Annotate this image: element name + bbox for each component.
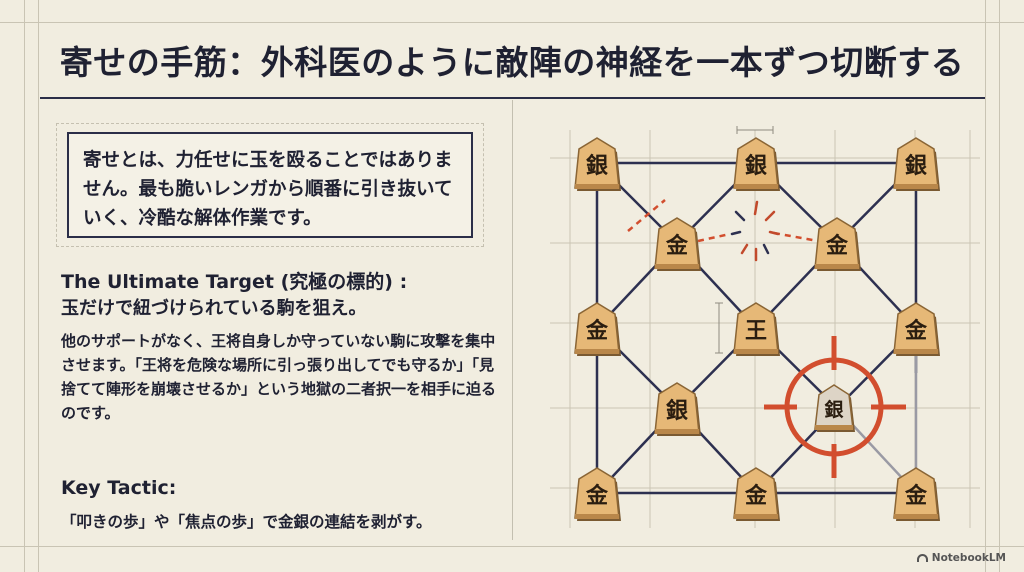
quote-guide-frame (56, 123, 484, 247)
frame-line-top (0, 22, 1024, 23)
impact-burst (730, 200, 780, 262)
quote-text: 寄せとは、力任せに玉を殴ることではありません。最も脆いレンガから順番に引き抜いて… (83, 150, 453, 229)
title-rule (40, 97, 985, 99)
page-title: 寄せの手筋：外科医のように敵陣の神経を一本ずつ切断する (59, 43, 965, 82)
piece-label: 金 (904, 483, 928, 509)
measure-marks (715, 126, 774, 354)
piece-silver-lower-left: 銀 (654, 382, 701, 436)
piece-label: 銀 (745, 153, 767, 179)
watermark: NotebookLM (916, 552, 1006, 564)
piece-edge (734, 184, 778, 189)
frame-line-left-outer (38, 0, 39, 572)
piece-gold-upper-left: 金 (654, 217, 701, 271)
piece-silver-top-left: 銀 (574, 137, 621, 191)
frame-line-left (24, 0, 25, 572)
piece-edge (734, 349, 778, 354)
piece-king-center: 王 (733, 302, 780, 356)
target-body: 他のサポートがなく、王将自身しか守っていない駒に攻撃を集中させます。「王将を危険… (61, 332, 497, 422)
piece-silver-top-center: 銀 (733, 137, 780, 191)
piece-label: 王 (745, 318, 767, 344)
notebooklm-logo-icon (916, 554, 928, 562)
piece-edge (894, 514, 938, 519)
frame-line-bottom (0, 546, 1024, 547)
tactic-heading: Key Tactic: (61, 477, 177, 499)
piece-silver-target: 銀 (814, 384, 855, 432)
target-subheading: 玉だけで紐づけられている駒を狙え。 (61, 298, 367, 319)
quote-box: 寄せとは、力任せに玉を殴ることではありません。最も脆いレンガから順番に引き抜いて… (67, 132, 473, 238)
target-crosshair (764, 336, 906, 478)
piece-edge (655, 264, 699, 269)
piece-edge (575, 349, 619, 354)
piece-edge (575, 514, 619, 519)
piece-gold-mid-right: 金 (893, 302, 940, 356)
piece-edge (815, 264, 859, 269)
piece-label: 銀 (586, 153, 608, 179)
piece-gold-upper-right: 金 (814, 217, 861, 271)
piece-silver-top-right: 銀 (893, 137, 940, 191)
frame-line-right (985, 0, 986, 572)
piece-label: 金 (585, 483, 609, 509)
piece-gold-bottom-right: 金 (893, 467, 940, 521)
piece-label: 金 (825, 233, 849, 259)
attack-dashes (627, 199, 819, 243)
piece-gold-bottom-left: 金 (574, 467, 621, 521)
frame-line-right-outer (999, 0, 1000, 572)
piece-edge (734, 514, 778, 519)
piece-gold-bottom-center: 金 (733, 467, 780, 521)
piece-gold-mid-left: 金 (574, 302, 621, 356)
piece-label: 金 (744, 483, 768, 509)
piece-label: 金 (585, 318, 609, 344)
pieces-layer: 銀銀銀金金金王金銀銀金金金 (574, 137, 940, 521)
piece-label: 銀 (666, 398, 688, 424)
watermark-label: NotebookLM (931, 552, 1006, 564)
piece-edge (815, 425, 853, 430)
piece-edge (575, 184, 619, 189)
tactic-text: 「叩きの歩」や「焦点の歩」で金銀の連結を剥がす。 (61, 513, 432, 531)
piece-edge (655, 429, 699, 434)
piece-edge (894, 184, 938, 189)
column-divider (512, 100, 513, 540)
target-heading: The Ultimate Target (究極の標的) : (61, 271, 408, 293)
piece-label: 銀 (905, 153, 927, 179)
piece-label: 銀 (824, 398, 843, 421)
piece-edge (894, 349, 938, 354)
piece-label: 金 (904, 318, 928, 344)
shogi-diagram: 銀銀銀金金金王金銀銀金金金 (550, 126, 980, 528)
piece-label: 金 (665, 233, 689, 259)
